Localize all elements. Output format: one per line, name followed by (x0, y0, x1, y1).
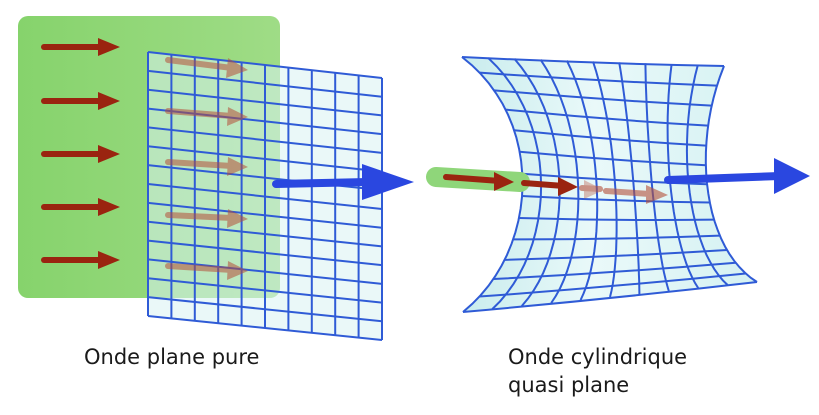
beam-arrow (603, 185, 668, 204)
beam (426, 167, 668, 204)
plane-grid (147, 51, 383, 341)
beam-arrow (579, 180, 604, 199)
beam-arrow (521, 177, 578, 196)
transmitted-arrow (165, 157, 248, 176)
cylinder-grid-line (462, 281, 758, 313)
grid-line (147, 220, 383, 248)
transmitted-arrow (165, 107, 248, 126)
grid-line (147, 126, 383, 154)
cylinder-grid-line (685, 64, 729, 286)
grid-line (147, 277, 383, 304)
cylindrical-wave-caption-line2: quasi plane (508, 373, 630, 397)
grid-line (147, 51, 383, 79)
incident-arrow (41, 145, 120, 163)
transmitted-arrows (165, 57, 248, 280)
cylinder-grid-line (704, 65, 758, 283)
cylinder-grid-line (539, 59, 580, 304)
grid-line (147, 201, 383, 229)
incident-arrows (41, 38, 120, 269)
transmitted-arrow (165, 57, 248, 78)
grid-line (147, 239, 383, 267)
transmitted-arrow (165, 261, 248, 280)
cylinder-surface (462, 57, 757, 312)
incident-arrow (41, 198, 120, 216)
grid-line (147, 88, 383, 117)
grid-line (147, 69, 383, 98)
cylindrical-wave-caption-line1: Onde cylindrique (508, 345, 688, 369)
grid-line (147, 258, 383, 285)
propagation-arrow (664, 158, 810, 194)
grid-line (147, 145, 383, 173)
propagation-arrow (272, 164, 414, 200)
plane-wave-group (18, 16, 414, 341)
plane-wave-caption: Onde plane pure (84, 345, 260, 369)
grid-line (147, 183, 383, 210)
grid-line (147, 296, 383, 323)
incident-arrow (41, 251, 120, 269)
incident-arrow (41, 38, 120, 56)
cylinder-grid-line (666, 64, 700, 289)
beam-arrow (443, 172, 514, 191)
grid-line (147, 315, 383, 341)
incident-arrow (41, 92, 120, 110)
cylindrical-wave-group (426, 56, 810, 313)
transmitted-arrow (165, 209, 248, 228)
